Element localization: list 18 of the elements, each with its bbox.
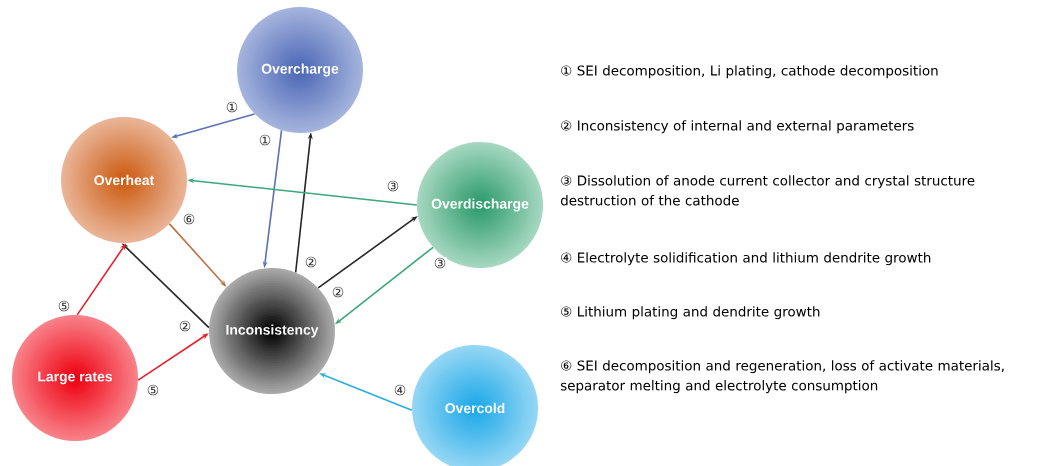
legend-item: ③ Dissolution of anode current collector and crystal structure destruction of the cathode: [560, 175, 975, 206]
circle-node: Overcold: [412, 345, 538, 466]
edge-label: ③: [433, 257, 447, 269]
edge-label: ①: [225, 101, 239, 113]
edge-label: ⑤: [57, 300, 71, 312]
edge-label: ⑤: [146, 384, 160, 396]
edge-label: ①: [258, 134, 272, 146]
edge-label: ②: [178, 320, 192, 332]
legend-item: ⑤ Lithium plating and dendrite growth: [561, 306, 820, 320]
legend-item: ① SEI decomposition, Li plating, cathode decomposition: [561, 65, 938, 79]
legend-item: ④ Electrolyte solidification and lithium dendrite growth: [561, 252, 931, 266]
circle-node: Overcharge: [237, 7, 363, 133]
legend-item: ② Inconsistency of internal and external parameters: [561, 120, 914, 134]
circle-node: Large rates: [12, 315, 138, 441]
edge-label: ③: [386, 180, 400, 192]
edge-label: ②: [304, 256, 318, 268]
legend-item: ⑥ SEI decomposition and regeneration, loss of activate materials, separator melting and electrolyte consumption: [560, 360, 1004, 394]
edge-label: ④: [393, 384, 407, 396]
